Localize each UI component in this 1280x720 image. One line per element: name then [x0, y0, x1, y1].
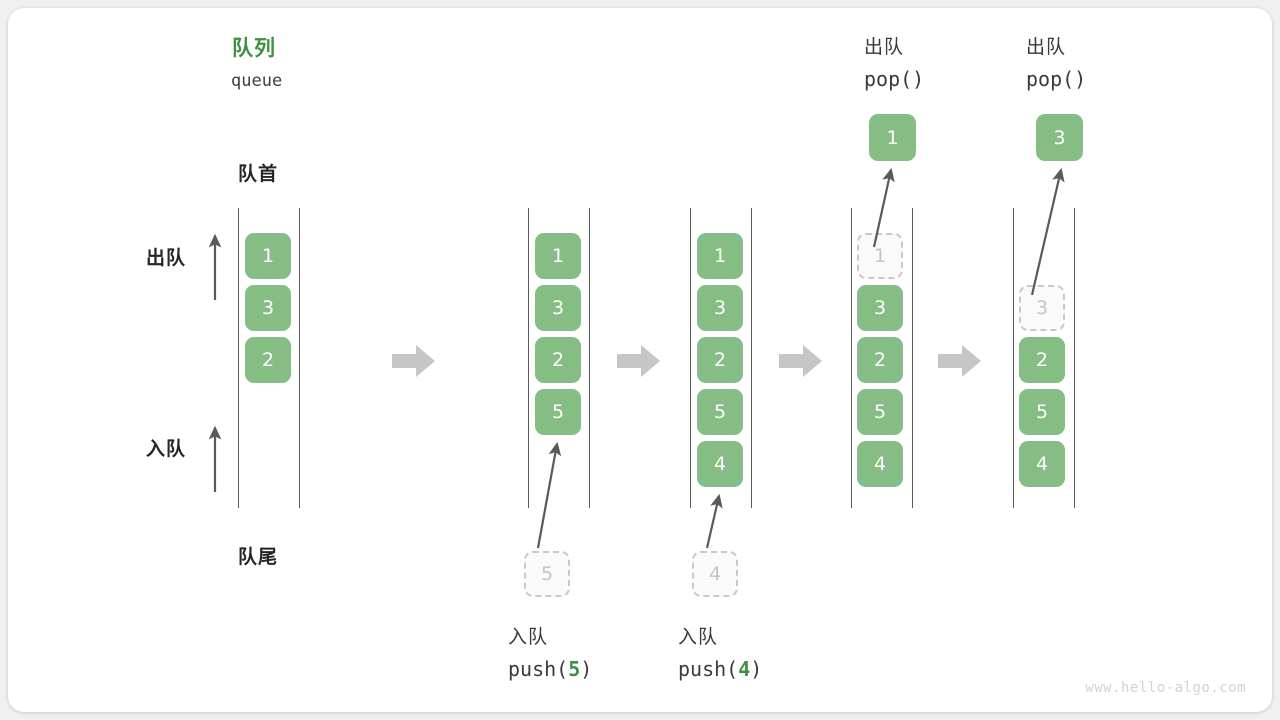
queue-cell-ghost: 3: [1019, 285, 1065, 331]
queue-cell: 5: [535, 389, 581, 435]
queue-cell: 3: [535, 285, 581, 331]
rail-left-col4: [851, 208, 852, 508]
queue-cell: 5: [857, 389, 903, 435]
push4-caption-code: push(4): [678, 657, 762, 681]
queue-cell: 4: [857, 441, 903, 487]
queue-cell: 1: [245, 233, 291, 279]
push4-caption-cn: 入队: [678, 626, 719, 648]
queue-title-en: queue: [231, 71, 283, 91]
rail-left-col5: [1013, 208, 1014, 508]
step-arrow-icon: [392, 345, 435, 377]
push4-arrow: [705, 493, 723, 549]
queue-cell: 4: [1019, 441, 1065, 487]
pop1-caption-code: pop(): [864, 67, 925, 91]
front-label: 队首: [238, 163, 279, 185]
step-arrow-icon: [779, 345, 822, 377]
pop1-arrow: [872, 167, 895, 248]
incoming-cell: 5: [524, 551, 570, 597]
incoming-cell: 4: [692, 551, 738, 597]
push4-fn: push(: [678, 657, 739, 681]
rail-right-col2: [589, 208, 590, 508]
queue-cell: 5: [697, 389, 743, 435]
queue-cell: 2: [857, 337, 903, 383]
pop2-caption-code: pop(): [1026, 67, 1087, 91]
queue-cell: 5: [1019, 389, 1065, 435]
dequeue-label: 出队: [146, 247, 187, 269]
rail-right-col5: [1074, 208, 1075, 508]
queue-cell: 3: [697, 285, 743, 331]
queue-title-cn: 队列: [232, 36, 276, 60]
step-arrow-icon: [938, 345, 981, 377]
rail-right-col4: [912, 208, 913, 508]
rear-label: 队尾: [238, 546, 279, 568]
pop2-arrow: [1030, 167, 1065, 296]
push5-caption-cn: 入队: [508, 626, 549, 648]
push5-arrow: [536, 441, 562, 549]
queue-cell: 1: [535, 233, 581, 279]
push5-arg: 5: [568, 657, 581, 681]
step-arrow-icon: [617, 345, 660, 377]
queue-cell: 3: [245, 285, 291, 331]
push4-arg: 4: [738, 657, 751, 681]
push4-close: ): [750, 657, 763, 681]
queue-cell: 1: [697, 233, 743, 279]
rail-right-col1: [299, 208, 300, 508]
queue-cell: 4: [697, 441, 743, 487]
rail-right-col3: [751, 208, 752, 508]
queue-cell-ghost: 1: [857, 233, 903, 279]
queue-cell: 2: [535, 337, 581, 383]
rail-left-col3: [690, 208, 691, 508]
push5-close: ): [580, 657, 593, 681]
pop2-caption-cn: 出队: [1026, 36, 1067, 58]
pop1-caption-cn: 出队: [864, 36, 905, 58]
queue-cell: 2: [245, 337, 291, 383]
rail-left-col1: [238, 208, 239, 508]
enqueue-label: 入队: [146, 438, 187, 460]
site-watermark: www.hello-algo.com: [1085, 680, 1246, 696]
push5-caption-code: push(5): [508, 657, 592, 681]
queue-cell: 2: [1019, 337, 1065, 383]
popped-cell: 1: [869, 114, 916, 161]
popped-cell: 3: [1036, 114, 1083, 161]
queue-cell: 2: [697, 337, 743, 383]
push5-fn: push(: [508, 657, 569, 681]
rail-left-col2: [528, 208, 529, 508]
queue-cell: 3: [857, 285, 903, 331]
